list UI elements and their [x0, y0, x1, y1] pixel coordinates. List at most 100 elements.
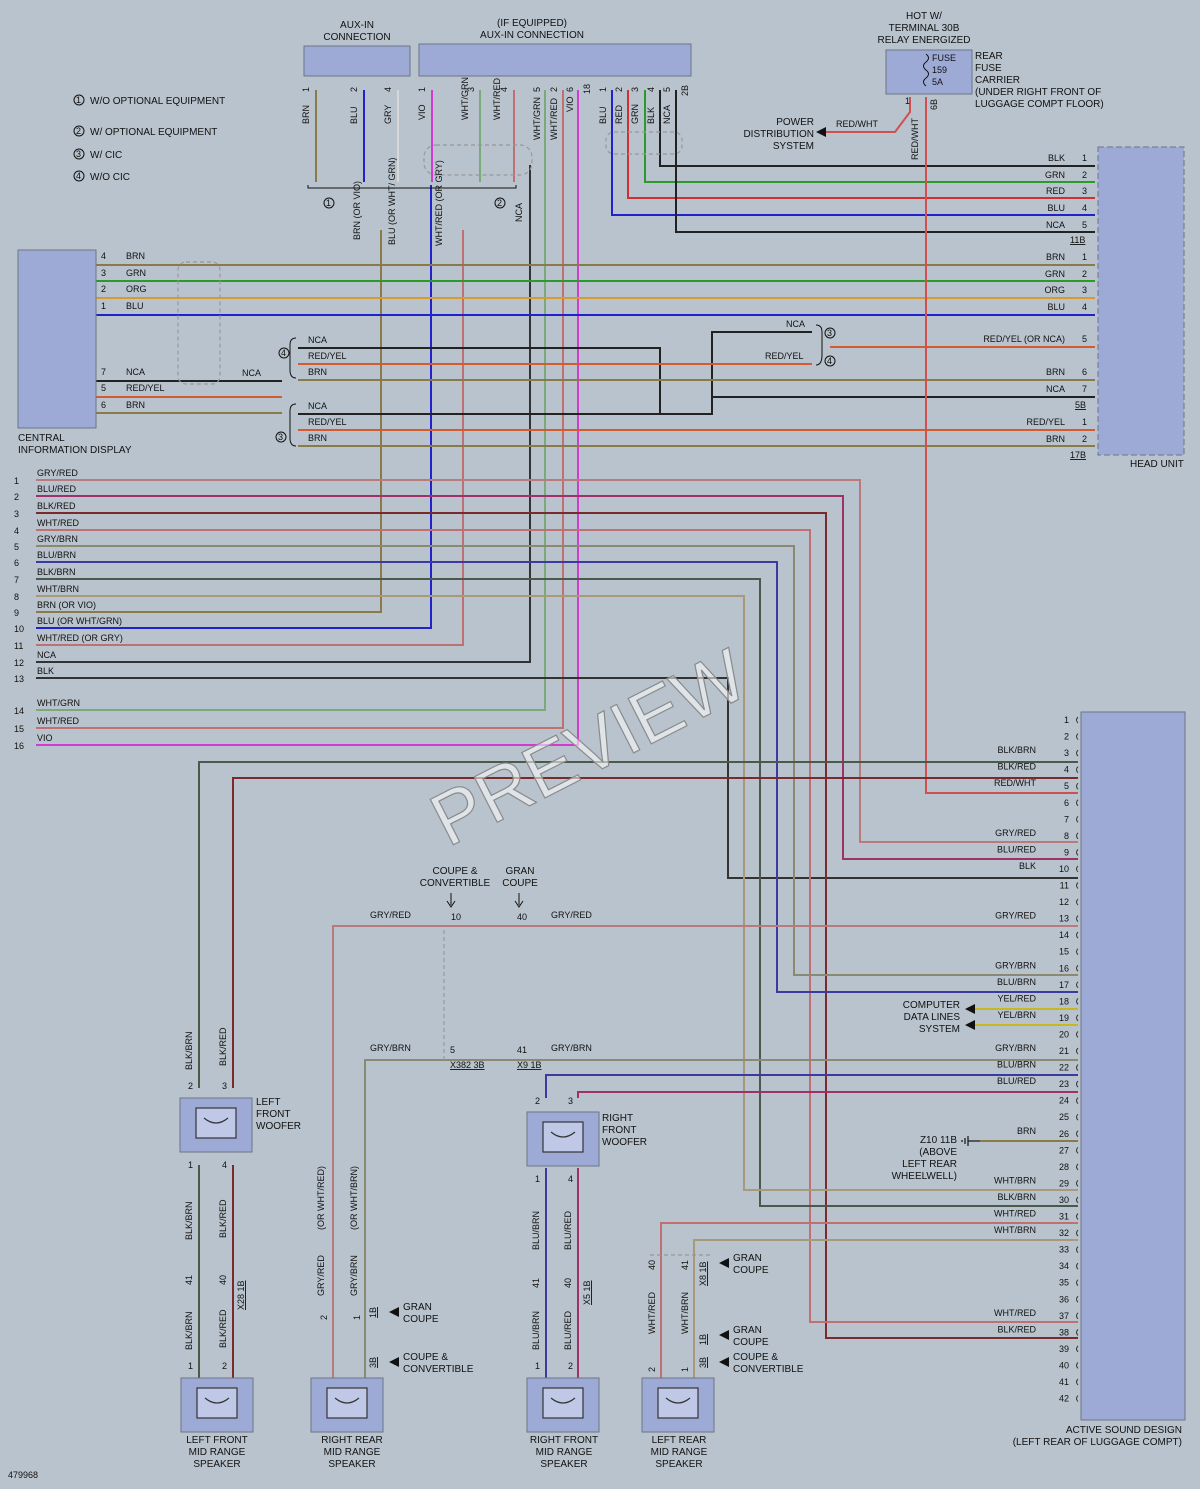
sp-grybrn-l: GRY/BRN: [370, 1043, 411, 1053]
asd-pin-11: 11: [1060, 881, 1069, 891]
asd-wire-30: BLK/BRN: [997, 1192, 1036, 1202]
left-wire-label-4: WHT/RED: [37, 518, 79, 528]
asd-pin-mark: [1076, 1246, 1079, 1253]
lfw-ptl: 2: [188, 1081, 193, 1091]
aux-in-connector: [303, 45, 411, 77]
hu-name: HEAD UNIT: [1130, 459, 1184, 470]
wire-l5-grybrn: [36, 545, 1078, 976]
left-wire-label-10: BLU (OR WHT/GRN): [37, 616, 122, 626]
hu-11b-w2: GRN: [1045, 170, 1065, 180]
cid-w-nca: NCA: [126, 367, 145, 377]
hu-11b-w5: NCA: [1046, 220, 1065, 230]
lfw-n3: WOOFER: [256, 1121, 301, 1132]
eq-pin-2b: 2B: [680, 85, 690, 96]
asd-wire-21: GRY/BRN: [995, 1043, 1036, 1053]
carrier-5: LUGGAGE COMPT FLOOR): [975, 99, 1104, 110]
rfw-ptr: 3: [568, 1096, 573, 1106]
sp-gc-2: COUPE: [502, 878, 538, 889]
rrm-3b: 3B: [368, 1357, 378, 1368]
eq-pin-blu-n: 1: [598, 87, 608, 92]
asd-pin-mark: [1076, 1395, 1079, 1402]
hu-11b-w1: BLK: [1048, 153, 1065, 163]
eq-pin-vio6-n: 6: [565, 87, 575, 92]
cid-p1: 1: [101, 301, 106, 311]
left-wire-pin-7: 7: [14, 575, 19, 585]
eq-pin-whtgrn5: WHT/GRN: [532, 97, 542, 140]
lrm-wl: WHT/RED: [647, 1292, 657, 1334]
hu-11b-p2: 2: [1082, 170, 1087, 180]
asd-pin-mark: [1076, 898, 1079, 906]
g4-nca: NCA: [308, 335, 327, 345]
asd-pin-mark: [1076, 1014, 1079, 1022]
asd-pin-mark: [1076, 1180, 1079, 1187]
power-vwire: RED/WHT: [910, 118, 920, 160]
rrm-wr: GRY/BRN: [349, 1255, 359, 1296]
wire-11b-red: [627, 90, 1095, 199]
g3-nca: NCA: [308, 401, 327, 411]
asd-wire-8: GRY/RED: [995, 828, 1036, 838]
g4-circ: 4: [281, 348, 286, 358]
asd-pin-mark: [1076, 1345, 1079, 1353]
wire-lr-whtbrn: [693, 1239, 1078, 1378]
asd-name-1: ACTIVE SOUND DESIGN: [1066, 1425, 1182, 1436]
wires: [36, 90, 1095, 1378]
eq-pin-grn-n: 3: [630, 87, 640, 92]
rrm-wl: GRY/RED: [316, 1255, 326, 1296]
asd-pin-mark: [1076, 716, 1079, 724]
sp-cc-2: CONVERTIBLE: [420, 878, 491, 889]
hu-17b-w2: BRN: [1046, 434, 1065, 444]
asd-wire-10: BLK: [1019, 861, 1036, 871]
asd-pin-27: 27: [1059, 1145, 1069, 1155]
shield-cid: [177, 261, 221, 385]
left-wire-label-6: BLU/BRN: [37, 550, 76, 560]
fuse-pin-1: 1: [905, 96, 910, 106]
asd-pin-mark: [1076, 832, 1079, 840]
asd-pin-25: 25: [1059, 1112, 1069, 1122]
rfw-wr2: BLU/RED: [563, 1210, 573, 1250]
left-wire-label-8: WHT/BRN: [37, 584, 79, 594]
asd-wire-16: GRY/BRN: [995, 960, 1036, 970]
lrm-arrows-icon: [719, 1258, 729, 1367]
asd-pin-mark: [1076, 997, 1079, 1005]
asd-pin-mark: [1076, 1097, 1079, 1105]
asd-pin-mark: [1076, 1196, 1079, 1204]
rrm-n2: MID RANGE: [324, 1447, 381, 1458]
rrm-g2: COUPE: [403, 1314, 439, 1325]
rrm-or1: (OR WHT/RED): [316, 1166, 326, 1230]
asd-pin-mark: [1076, 782, 1079, 790]
asd-pin-2: 2: [1064, 732, 1069, 742]
cds-2: DATA LINES: [904, 1012, 961, 1023]
eq-pin-blk-n: 4: [646, 87, 656, 92]
eq-pin-vio-n: 1: [417, 87, 427, 92]
fuse-1: FUSE: [932, 53, 956, 63]
left-wire-label-1: GRY/RED: [37, 468, 78, 478]
fuse-pin-6b: 6B: [929, 99, 939, 110]
hu-17b-p1: 1: [1082, 417, 1087, 427]
hot-3: RELAY ENERGIZED: [878, 35, 971, 46]
cid-p6: 6: [101, 400, 106, 410]
lfw-n2: FRONT: [256, 1109, 290, 1120]
asd-pin-38: 38: [1059, 1327, 1069, 1337]
eq-pin-whtred: WHT/RED: [492, 78, 502, 120]
hu-redyel-4: RED/YEL: [765, 351, 804, 361]
left-wire-pin-10: 10: [14, 624, 24, 634]
lrm-g2-2: COUPE: [733, 1337, 769, 1348]
legend-3-text: W/ CIC: [90, 150, 122, 161]
left-wire-pin-11: 11: [14, 641, 23, 651]
fuse-icon: [923, 53, 929, 87]
hu-5b-w3: ORG: [1044, 285, 1065, 295]
asd-pin-22: 22: [1059, 1063, 1069, 1073]
lrm-n1: LEFT REAR: [652, 1435, 707, 1446]
asd-pin-mark: [1076, 766, 1079, 774]
mid-circ1: [323, 197, 335, 209]
mid-circ2-num: 2: [497, 198, 502, 208]
lrm-cc2: CONVERTIBLE: [733, 1364, 804, 1375]
hu-5b-p4: 4: [1082, 302, 1087, 312]
eq-pin-whtgrn5-n: 5: [532, 87, 542, 92]
lfm-conn: X28 1B: [236, 1280, 246, 1310]
hu-5b-w1: BRN: [1046, 252, 1065, 262]
lbl-brn-or-vio: BRN (OR VIO): [352, 181, 362, 240]
arrow-power-icon: [816, 127, 826, 137]
hu-5b-w5: RED/YEL (OR NCA): [983, 334, 1065, 344]
mid-circ2: [494, 197, 506, 209]
